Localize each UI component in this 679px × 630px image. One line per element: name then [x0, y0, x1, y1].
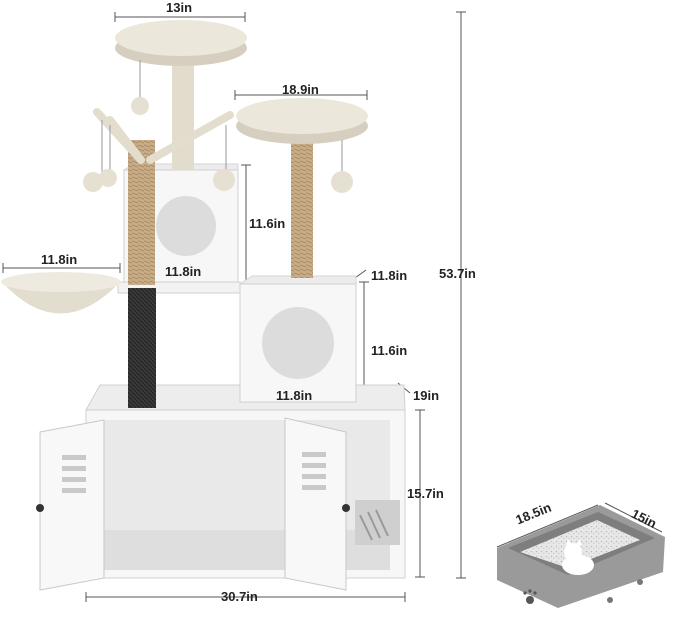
- pompom: [213, 169, 235, 191]
- sisal-post-right: [291, 136, 313, 278]
- top-platform-width-label: 13in: [166, 0, 193, 15]
- pompom-toys: [101, 60, 343, 175]
- cabinet-height-label: 15.7in: [407, 486, 444, 501]
- pompom: [331, 171, 353, 193]
- paw-print-icon: [523, 589, 537, 604]
- pompom: [131, 97, 149, 115]
- total-height-label: 53.7in: [439, 266, 476, 281]
- pompom: [99, 169, 117, 187]
- middle-perch: [236, 98, 368, 144]
- shelf: [117, 281, 241, 294]
- litter-cabinet: [36, 384, 406, 591]
- pompom: [83, 172, 103, 192]
- paw-print-icon: [607, 579, 643, 603]
- top-post: [172, 60, 194, 170]
- mid-platform-width-label: 18.9in: [282, 82, 319, 97]
- cat-figure: [562, 539, 594, 575]
- dimension-lines: [2, 11, 663, 602]
- lower-condo: [238, 275, 357, 403]
- cabinet-depth-label: 19in: [413, 388, 440, 403]
- cabinet-width-label: 30.7in: [221, 589, 258, 604]
- lower-cube-height-label: 11.6in: [371, 343, 408, 358]
- lower-cube-depth-label: 11.8in: [371, 268, 408, 283]
- branches: [93, 108, 234, 164]
- brush-post: [128, 288, 156, 408]
- litter-box: [497, 505, 665, 608]
- sisal-post-left: [128, 140, 155, 285]
- basket-width-label: 11.8in: [41, 252, 78, 267]
- top-perch: [115, 20, 247, 66]
- upper-cube-width-label: 11.8in: [165, 264, 202, 279]
- lower-cube-width-label: 11.8in: [276, 388, 313, 403]
- hammock-basket: [1, 272, 121, 314]
- upper-cube-height-label: 11.6in: [249, 216, 286, 231]
